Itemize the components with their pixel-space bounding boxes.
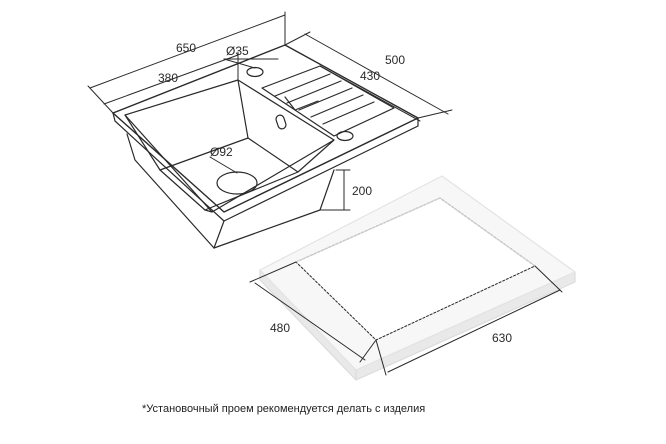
dim-drain-hole-label: Ø35 (226, 44, 249, 58)
cutout-dimension-lines (249, 261, 563, 376)
dim-380-label: 380 (158, 71, 178, 85)
dim-430-label: 430 (360, 69, 380, 83)
sink-body (112, 44, 419, 249)
dim-480-label: 480 (270, 321, 290, 335)
cutout-slab (259, 175, 576, 381)
dim-650-label: 650 (176, 41, 196, 55)
sink-dimension-lines (87, 11, 453, 211)
dim-outlet-label: Ø92 (210, 145, 233, 159)
dim-200-label: 200 (352, 184, 372, 198)
dim-630-label: 630 (492, 331, 512, 345)
dim-500-label: 500 (385, 53, 405, 67)
installation-footnote: *Установочный проем рекомендуется делать… (142, 403, 426, 415)
